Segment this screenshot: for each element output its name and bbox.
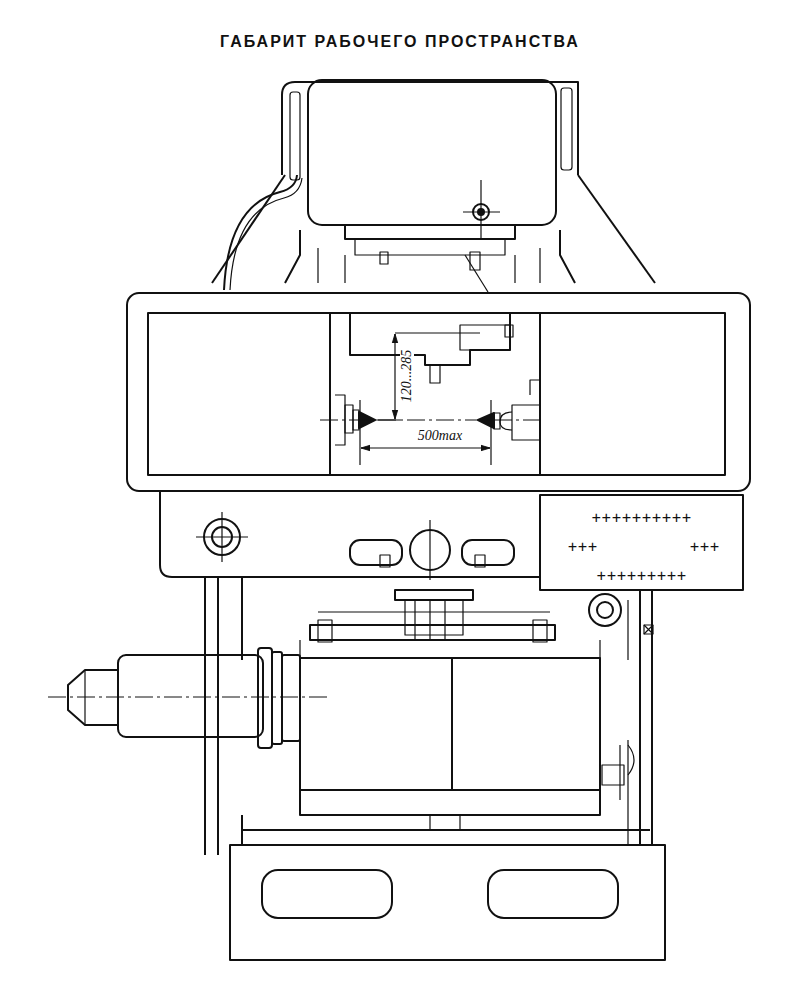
carriage-part [462,540,514,565]
column [205,577,653,855]
wheel-housing-part [127,293,750,491]
workhead-part [300,658,600,815]
headstock-part [530,380,540,395]
headstock-part [395,332,480,333]
wheel-housing-part [329,313,331,475]
headstock-part [430,365,440,383]
motor-bracket-part [345,225,515,239]
headstock-part [512,405,540,440]
base-part [262,870,392,918]
motor-bracket-part [355,239,505,255]
column-part [640,590,652,845]
motor-bracket-part [465,255,488,292]
nameplate-marks: ++++++++++ [592,511,692,526]
headstock [320,313,545,465]
wheel-housing-part [539,313,541,475]
nameplate-marks: +++ [568,540,598,555]
dimension-lines-part [394,334,395,419]
dimension-lines [361,334,490,448]
workhead-part [620,745,634,800]
carriage-part [475,555,485,567]
dimension-text: 120...285 [400,348,414,405]
motor-bracket-part [318,248,540,283]
motor-bracket-part [380,252,388,264]
motor-bracket-part [560,230,575,283]
base-part [242,829,650,831]
nameplate-marks: +++++++++ [597,569,687,584]
spindle [48,648,330,748]
carriage-part [160,491,540,577]
spindle-part [258,648,272,748]
motor-part [561,88,572,170]
headstock-part [320,420,545,421]
motor-part [308,80,556,225]
column-part [597,602,613,618]
nameplate-part [540,495,743,590]
base [230,830,665,960]
carriage-part [429,520,430,580]
motor-part [463,211,500,212]
table-part [318,611,550,612]
wheel-housing [127,293,750,491]
table-part [310,625,555,640]
motor-bracket-part [212,175,285,283]
dimension-lines-part [361,419,400,420]
carriage-part [221,512,222,562]
headstock-part [359,400,360,465]
table-part [395,590,473,600]
drawing-title: ГАБАРИТ РАБОЧЕГО ПРОСТРАНСТВА [220,34,580,50]
dimension-lines-part [361,447,490,448]
motor-part [224,175,297,290]
table-part [415,600,445,640]
headstock-part [460,325,510,350]
table-part [533,620,547,642]
nameplate [540,495,743,590]
workhead-part [300,789,600,791]
nameplate-marks: +++ [690,540,720,555]
table-part [300,640,600,658]
headstock-part [505,325,513,337]
workhead-part [430,815,460,830]
spindle-part [48,697,330,698]
workhead-part [602,765,624,785]
motor-bracket-part [578,175,655,283]
spindle-part [118,655,263,737]
motor-bracket-part [285,230,300,283]
motor-part [282,82,578,175]
headstock-part [500,412,512,430]
column-part [644,625,653,634]
motor-part [290,92,300,180]
column-part [205,577,218,855]
headstock-part [345,405,353,433]
motor-bracket [212,175,655,292]
column-part [644,625,653,634]
dimension-text: 500max [416,429,464,443]
motor-part [230,178,302,290]
column-part [241,577,243,845]
base-part [488,870,618,918]
table-part [405,600,463,635]
column-part [589,594,621,626]
table-part [318,620,332,642]
carriage-part [380,555,390,567]
spindle-part [272,652,282,744]
workhead [300,658,634,830]
motor-part [480,180,481,240]
motor-bracket-part [470,252,480,270]
wheel-housing-part [148,313,725,475]
carriage [160,491,540,580]
workhead-part [451,658,453,790]
spindle-part [282,655,300,741]
column-part [627,600,628,845]
headstock-part [490,400,491,465]
headstock-part [350,313,510,365]
base-part [230,845,665,960]
table [300,590,600,658]
carriage-part [350,540,402,565]
